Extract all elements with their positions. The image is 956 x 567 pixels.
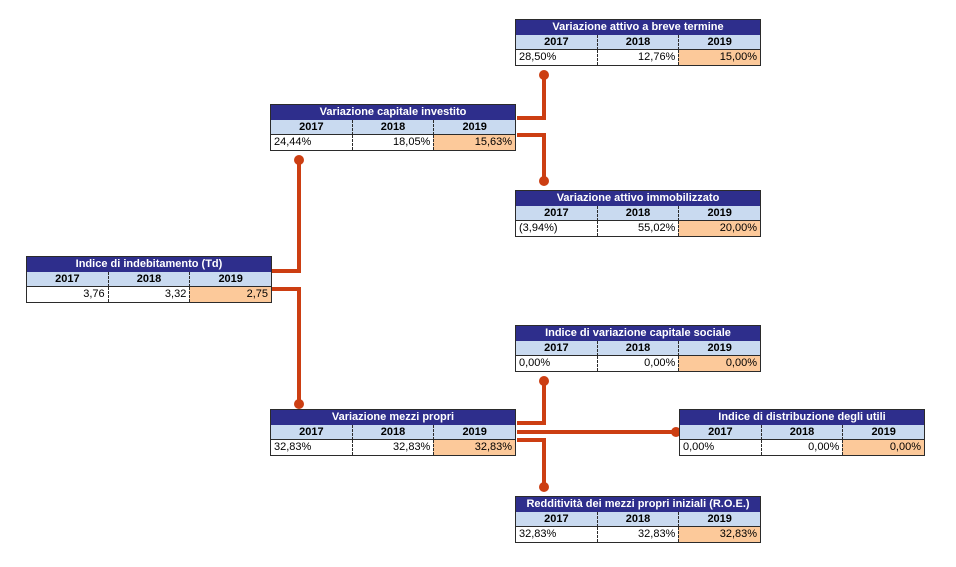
connector-mezzi-propri-to-capitale-sociale <box>517 381 546 425</box>
value-2019: 0,00% <box>678 356 761 371</box>
value-2019: 20,00% <box>678 221 761 236</box>
year-2017-header: 2017 <box>271 120 352 135</box>
year-2018-header: 2018 <box>351 425 434 440</box>
year-2018-header: 2018 <box>107 272 190 287</box>
connector-td-to-capitale-investito <box>272 160 301 273</box>
value-2018: 0,00% <box>760 440 843 455</box>
year-header-row: 2017 2018 2019 <box>680 425 925 440</box>
year-2019-header: 2019 <box>189 272 272 287</box>
value-2019: 15,63% <box>433 135 516 150</box>
value-2017: 3,76 <box>27 287 108 302</box>
node-title: Indice di variazione capitale sociale <box>516 326 760 341</box>
value-2018: 3,32 <box>107 287 190 302</box>
value-row: 32,83% 32,83% 32,83% <box>516 527 761 542</box>
value-2017: 28,50% <box>516 50 597 65</box>
value-2019: 0,00% <box>842 440 925 455</box>
year-header-row: 2017 2018 2019 <box>516 35 761 50</box>
value-row: 32,83% 32,83% 32,83% <box>271 440 516 455</box>
node-indice-variazione-capitale-sociale: Indice di variazione capitale sociale 20… <box>515 325 761 372</box>
value-2019: 15,00% <box>678 50 761 65</box>
connector-dot <box>539 482 549 492</box>
year-header-row: 2017 2018 2019 <box>27 272 272 287</box>
value-row: 24,44% 18,05% 15,63% <box>271 135 516 150</box>
value-2019: 32,83% <box>433 440 516 455</box>
node-variazione-attivo-breve: Variazione attivo a breve termine 2017 2… <box>515 19 761 66</box>
year-2018-header: 2018 <box>596 341 679 356</box>
year-header-row: 2017 2018 2019 <box>516 206 761 221</box>
node-title: Indice di distribuzione degli utili <box>680 410 924 425</box>
value-2017: 24,44% <box>271 135 352 150</box>
node-redditivita-mezzi-propri-roe: Redditività dei mezzi propri iniziali (R… <box>515 496 761 543</box>
year-2018-header: 2018 <box>760 425 843 440</box>
year-2017-header: 2017 <box>516 341 597 356</box>
year-2017-header: 2017 <box>271 425 352 440</box>
value-2017: (3,94%) <box>516 221 597 236</box>
value-row: 3,76 3,32 2,75 <box>27 287 272 302</box>
connector-dot <box>294 399 304 409</box>
year-2018-header: 2018 <box>596 512 679 527</box>
year-2017-header: 2017 <box>680 425 761 440</box>
year-2019-header: 2019 <box>678 341 761 356</box>
value-2017: 32,83% <box>271 440 352 455</box>
value-2017: 32,83% <box>516 527 597 542</box>
value-2017: 0,00% <box>516 356 597 371</box>
value-row: 0,00% 0,00% 0,00% <box>680 440 925 455</box>
connector-dot <box>539 70 549 80</box>
year-2017-header: 2017 <box>27 272 108 287</box>
connector-dot <box>539 376 549 386</box>
year-2019-header: 2019 <box>433 425 516 440</box>
connector-dot <box>539 176 549 186</box>
value-2018: 12,76% <box>596 50 679 65</box>
year-2017-header: 2017 <box>516 206 597 221</box>
node-indice-indebitamento: Indice di indebitamento (Td) 2017 2018 2… <box>26 256 272 303</box>
year-header-row: 2017 2018 2019 <box>271 425 516 440</box>
connector-td-to-mezzi-propri <box>272 287 301 404</box>
node-title: Variazione mezzi propri <box>271 410 515 425</box>
year-2019-header: 2019 <box>842 425 925 440</box>
year-header-row: 2017 2018 2019 <box>271 120 516 135</box>
value-2018: 55,02% <box>596 221 679 236</box>
year-2019-header: 2019 <box>433 120 516 135</box>
node-indice-distribuzione-utili: Indice di distribuzione degli utili 2017… <box>679 409 925 456</box>
value-2017: 0,00% <box>680 440 761 455</box>
value-row: (3,94%) 55,02% 20,00% <box>516 221 761 236</box>
value-2018: 18,05% <box>351 135 434 150</box>
year-2017-header: 2017 <box>516 512 597 527</box>
value-2018: 0,00% <box>596 356 679 371</box>
value-2018: 32,83% <box>596 527 679 542</box>
node-variazione-attivo-immobilizzato: Variazione attivo immobilizzato 2017 201… <box>515 190 761 237</box>
node-variazione-capitale-investito: Variazione capitale investito 2017 2018 … <box>270 104 516 151</box>
value-2019: 2,75 <box>189 287 272 302</box>
value-row: 0,00% 0,00% 0,00% <box>516 356 761 371</box>
year-2017-header: 2017 <box>516 35 597 50</box>
connector-mezzi-propri-to-roe <box>517 438 546 487</box>
node-title: Variazione capitale investito <box>271 105 515 120</box>
value-2018: 32,83% <box>351 440 434 455</box>
node-variazione-mezzi-propri: Variazione mezzi propri 2017 2018 2019 3… <box>270 409 516 456</box>
value-2019: 32,83% <box>678 527 761 542</box>
year-2019-header: 2019 <box>678 512 761 527</box>
year-2019-header: 2019 <box>678 35 761 50</box>
node-title: Variazione attivo a breve termine <box>516 20 760 35</box>
node-title: Redditività dei mezzi propri iniziali (R… <box>516 497 760 512</box>
connector-dot <box>294 155 304 165</box>
connector-investito-to-attivo-breve <box>517 75 546 120</box>
year-2018-header: 2018 <box>596 35 679 50</box>
connector-dot <box>671 427 681 437</box>
node-title: Indice di indebitamento (Td) <box>27 257 271 272</box>
node-title: Variazione attivo immobilizzato <box>516 191 760 206</box>
year-header-row: 2017 2018 2019 <box>516 512 761 527</box>
year-2018-header: 2018 <box>596 206 679 221</box>
value-row: 28,50% 12,76% 15,00% <box>516 50 761 65</box>
year-2019-header: 2019 <box>678 206 761 221</box>
year-header-row: 2017 2018 2019 <box>516 341 761 356</box>
connector-investito-to-attivo-immobilizzato <box>517 133 546 181</box>
year-2018-header: 2018 <box>351 120 434 135</box>
